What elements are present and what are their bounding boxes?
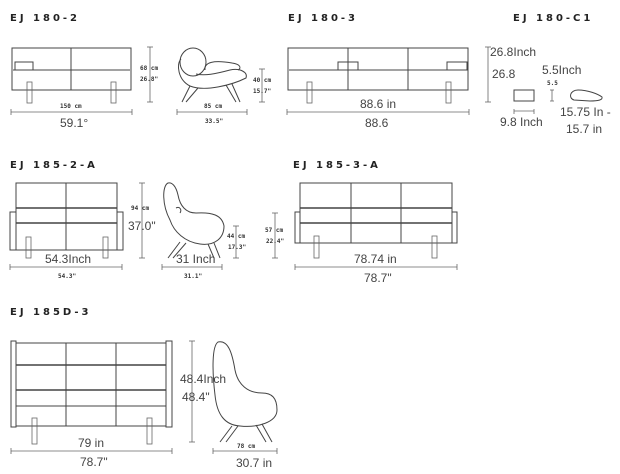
height-dimension — [189, 340, 195, 443]
depth-dimension — [161, 264, 223, 270]
height-dimension — [147, 46, 153, 103]
depth-in: 30.7 in — [236, 456, 272, 470]
depth-dimension — [212, 448, 278, 454]
ej180-3-group: EJ 180-3 88.6 in 88.6 26.8Inch 26.8 — [286, 13, 536, 130]
width-a: 78.74 in — [354, 252, 397, 266]
seat-height-dimension — [259, 68, 265, 103]
width-a: 79 in — [78, 436, 104, 450]
model-title: EJ 180-2 — [10, 13, 80, 24]
model-title: EJ 185D-3 — [10, 307, 92, 318]
seat-in: 15.7" — [253, 88, 271, 95]
cushion-front-view — [513, 89, 535, 102]
depth-cm: 85 cm — [204, 103, 222, 110]
height-dimension — [139, 182, 145, 259]
model-title: EJ 180-C1 — [513, 13, 593, 24]
seat-in: 17.3" — [228, 244, 246, 251]
chair-side-view — [212, 341, 278, 443]
model-title: EJ 185-2-A — [10, 160, 98, 171]
sofa-front-view — [10, 340, 173, 445]
sofa-front-view — [287, 47, 469, 104]
width-b: 88.6 — [365, 116, 389, 130]
width-a: 88.6 in — [360, 97, 396, 111]
width-dimension — [9, 264, 123, 270]
depth-in: 33.5" — [205, 118, 223, 125]
chair-side-view — [163, 182, 225, 259]
width-b: 78.7" — [80, 455, 108, 469]
height-dimension — [485, 46, 491, 103]
model-title: EJ 180-3 — [288, 13, 358, 24]
height-cm: 68 cm — [140, 65, 158, 72]
width: 9.8 Inch — [500, 115, 543, 129]
cushion-height-dimension — [550, 89, 554, 102]
depth-b: 31.1" — [184, 273, 202, 280]
width-cm: 150 cm — [60, 103, 82, 110]
height-cm: 57 cm — [265, 227, 283, 234]
width-dimension — [10, 448, 173, 454]
depth-cm: 78 cm — [237, 443, 255, 450]
sofa-front-view — [294, 182, 458, 259]
width-dimension — [286, 109, 470, 115]
length-a: 15.75 In - — [560, 105, 611, 119]
width-b: 78.7" — [364, 271, 392, 285]
length-b: 15.7 in — [566, 122, 602, 136]
height-a: 48.4Inch — [180, 372, 226, 386]
height-a: 5.5Inch — [542, 63, 581, 77]
cushion-side-view — [570, 89, 603, 102]
width-a: 54.3Inch — [45, 252, 91, 266]
height-in: 22.4" — [266, 238, 284, 245]
height-dimension — [272, 212, 278, 259]
height-b: 26.8 — [492, 67, 516, 81]
ej185-3-a-group: EJ 185-3-A 57 cm 22.4" 78.74 in 78.7" — [265, 160, 458, 285]
height-b: 48.4" — [182, 390, 210, 404]
depth-dimension — [176, 109, 248, 115]
seat-height-dimension — [233, 225, 239, 259]
seat-cm: 40 cm — [253, 77, 271, 84]
chair-side-view — [177, 47, 247, 103]
sofa-front-view — [11, 47, 132, 104]
ej185-2-a-group: EJ 185-2-A 54.3Inch 54.3" 94 cm 37.0" 44… — [9, 160, 246, 280]
depth-a: 31 Inch — [176, 252, 215, 266]
sofa-front-view — [9, 182, 124, 259]
seat-cm: 44 cm — [227, 233, 245, 240]
height-in: 37.0" — [128, 219, 156, 233]
width-in: 59.1° — [60, 116, 88, 130]
height-a: 26.8Inch — [490, 45, 536, 59]
model-title: EJ 185-3-A — [293, 160, 381, 171]
height-b: 5.5 — [547, 80, 558, 87]
height-cm: 94 cm — [131, 205, 149, 212]
width-dimension — [10, 109, 133, 115]
ej180-c1-group: EJ 180-C1 5.5Inch 5.5 9.8 Inch 15.75 In … — [500, 13, 611, 136]
width-b: 54.3" — [58, 273, 76, 280]
height-in: 26.8" — [140, 76, 158, 83]
ej180-2-group: EJ 180-2 150 cm 59.1° 68 cm 26.8" 40 cm … — [10, 13, 271, 130]
width-dimension — [294, 264, 458, 270]
ej185d-3-group: EJ 185D-3 79 in 78.7" 48.4Inch 48.4" 78 … — [10, 307, 278, 470]
cushion-width-dimension — [513, 109, 535, 114]
